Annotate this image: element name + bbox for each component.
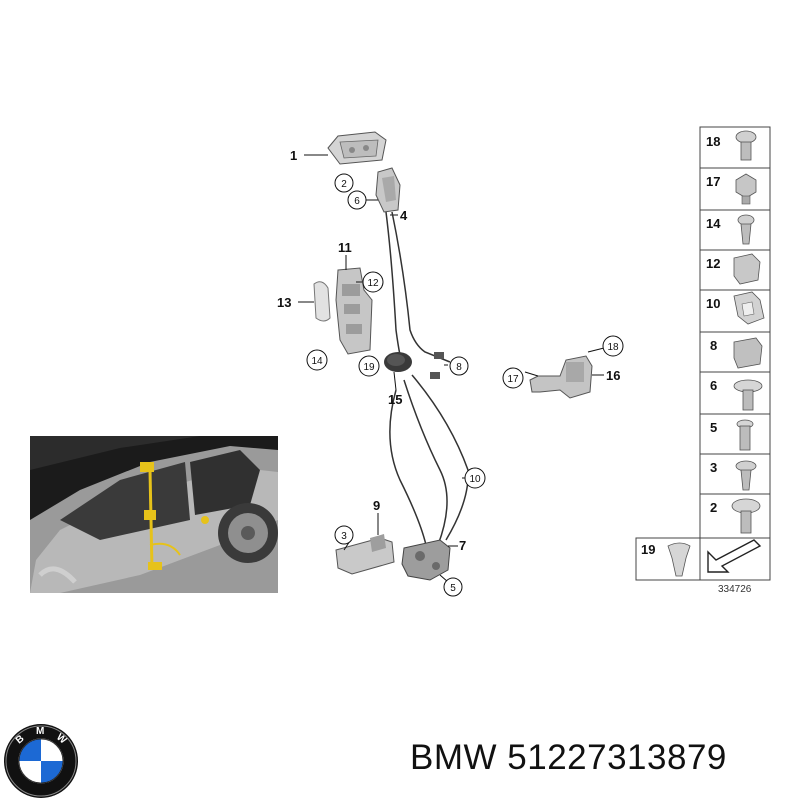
callout-7: 7 <box>459 538 466 553</box>
svg-text:M: M <box>36 726 44 737</box>
connector-8-icon <box>733 337 763 369</box>
screw-18-icon <box>735 130 757 161</box>
bolt-6-icon <box>733 379 763 411</box>
callout-circle-19 <box>358 355 380 377</box>
callout-5: 5 <box>450 583 456 594</box>
callout-labels: 1 2 6 4 11 12 13 14 19 8 15 17 18 16 10 … <box>277 148 624 597</box>
legend-item-19: 19 <box>641 542 655 557</box>
legend-item-14: 14 <box>706 216 721 231</box>
clip-10-icon <box>733 291 765 325</box>
callout-4: 4 <box>400 208 408 223</box>
legend-item-18: 18 <box>706 134 720 149</box>
callout-17: 17 <box>507 374 519 385</box>
part-11-bracket <box>335 255 373 355</box>
legend-item-3: 3 <box>710 460 717 475</box>
legend-item-8: 8 <box>710 338 717 353</box>
cables <box>389 374 469 546</box>
callout-circle-3 <box>334 525 354 545</box>
legend-item-17: 17 <box>706 174 720 189</box>
part-15-grommet <box>384 352 412 391</box>
callout-circle-8 <box>449 356 469 376</box>
callout-2: 2 <box>341 179 347 190</box>
callout-8: 8 <box>456 362 462 373</box>
part-1-handle <box>304 131 387 165</box>
nut-17-icon <box>735 173 757 205</box>
car-inset <box>30 436 278 593</box>
part-9-striker <box>335 513 395 575</box>
screw-2-icon <box>731 498 761 534</box>
callout-circle-5 <box>443 577 463 597</box>
callout-12: 12 <box>367 278 379 289</box>
callout-3: 3 <box>341 531 347 542</box>
part-13-cover <box>298 281 331 322</box>
part-7-door-lock <box>401 539 458 583</box>
callout-circle-2 <box>334 173 354 193</box>
legend-item-12: 12 <box>706 256 720 271</box>
callout-circle-6 <box>347 190 367 210</box>
callout-16: 16 <box>606 368 620 383</box>
callout-9: 9 <box>373 498 380 513</box>
part-number-caption: BMW 51227313879 <box>410 738 727 777</box>
callout-circle-18 <box>602 335 624 357</box>
legend-item-10: 10 <box>706 296 720 311</box>
callout-19: 19 <box>363 362 375 373</box>
legend-item-5: 5 <box>710 420 717 435</box>
direction-arrow-icon <box>707 539 762 573</box>
callout-circle-10 <box>464 467 486 489</box>
fastener-legend: 18 17 14 12 10 8 6 5 3 2 <box>635 126 771 595</box>
part-8-connectors <box>430 352 448 379</box>
callout-circle-14 <box>306 349 328 371</box>
screw-3-icon <box>735 460 757 491</box>
callout-18: 18 <box>607 342 619 353</box>
bolt-5-icon <box>736 419 754 451</box>
screw-14-icon <box>737 214 755 245</box>
clip-12-icon <box>733 253 761 285</box>
legend-item-6: 6 <box>710 378 717 393</box>
bmw-logo: B M W <box>4 724 78 798</box>
diagram-reference-number: 334726 <box>718 584 752 595</box>
callout-6: 6 <box>354 196 360 207</box>
parts-diagram: 1 2 6 4 11 12 13 14 19 8 15 17 18 16 10 … <box>30 126 771 597</box>
callout-circle-12 <box>362 271 384 293</box>
callout-15: 15 <box>388 392 402 407</box>
callout-circle-17 <box>502 367 524 389</box>
callout-13: 13 <box>277 295 291 310</box>
callout-1: 1 <box>290 148 297 163</box>
callout-11: 11 <box>338 240 352 255</box>
clip-19-icon <box>667 542 691 577</box>
legend-item-2: 2 <box>710 500 717 515</box>
part-16-door-check <box>524 347 605 399</box>
callout-14: 14 <box>311 356 323 367</box>
callout-10: 10 <box>469 474 481 485</box>
part-4-cable-unit <box>366 167 451 363</box>
